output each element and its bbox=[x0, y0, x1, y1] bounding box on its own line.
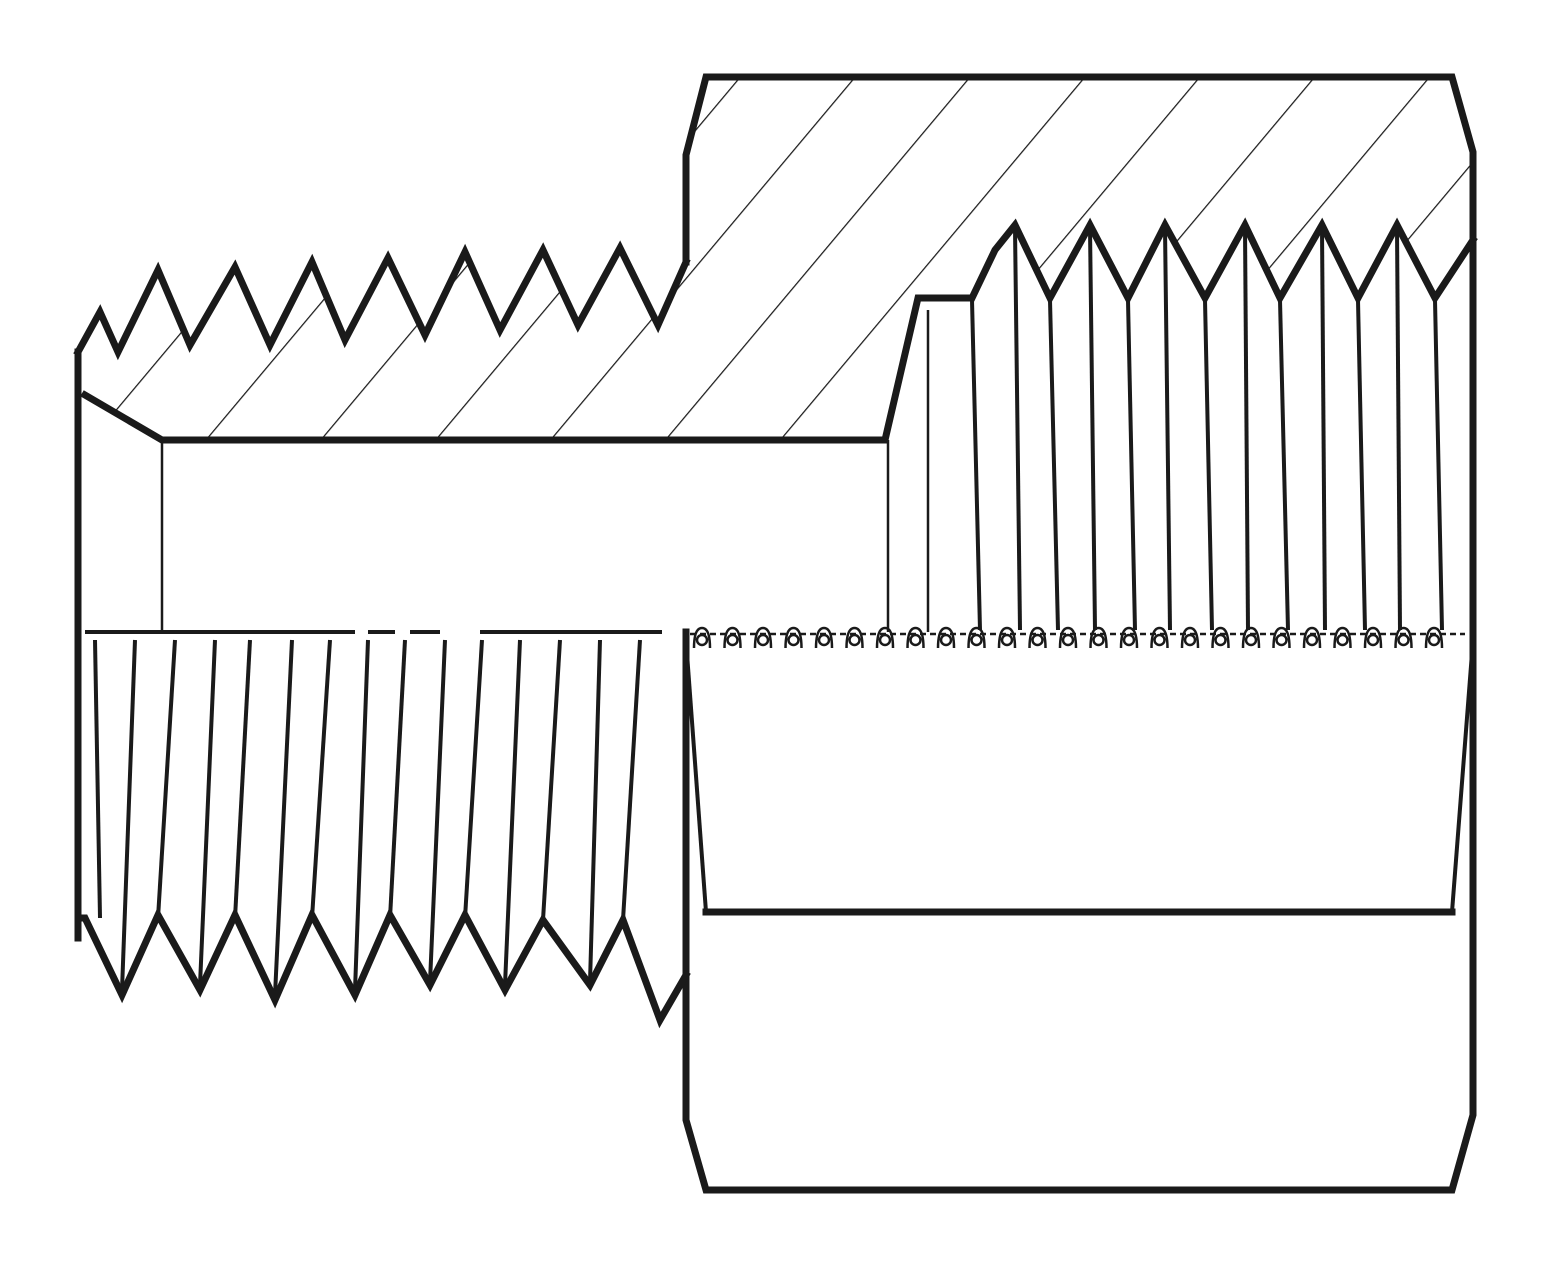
thread-curl-mark bbox=[845, 626, 864, 649]
thread-break-marks bbox=[690, 626, 1465, 649]
bore-outline bbox=[80, 217, 1478, 444]
section-hatching bbox=[78, 77, 1473, 440]
male-thread-lines bbox=[93, 639, 642, 996]
thread-curl-mark bbox=[692, 626, 712, 649]
thread-curl-mark bbox=[1424, 626, 1444, 649]
thread-curl-mark bbox=[1058, 626, 1078, 649]
thread-curl-mark bbox=[1302, 626, 1322, 649]
thread-curl-mark bbox=[784, 626, 803, 649]
hex-flat-edge-right bbox=[1450, 639, 1475, 913]
thread-curl-mark bbox=[967, 626, 986, 649]
thread-curl-mark bbox=[814, 626, 834, 649]
thread-curl-mark bbox=[1241, 626, 1261, 649]
thread-curl-mark bbox=[1089, 626, 1108, 649]
thread-curl-mark bbox=[1272, 626, 1291, 649]
thread-curl-mark bbox=[753, 626, 773, 649]
thread-curl-mark bbox=[906, 626, 925, 649]
thread-curl-mark bbox=[1333, 626, 1352, 649]
hex-body-outline bbox=[682, 73, 1477, 1194]
thread-curl-mark bbox=[723, 626, 742, 649]
thread-curl-mark bbox=[875, 626, 895, 649]
thread-curl-mark bbox=[1363, 626, 1383, 649]
thread-curl-mark bbox=[1211, 626, 1230, 649]
thread-curl-mark bbox=[997, 626, 1017, 649]
male-thread-bottom bbox=[74, 906, 691, 1029]
male-thread-top bbox=[73, 240, 691, 361]
female-thread-lines bbox=[970, 227, 1444, 631]
hex-flat-edge-left bbox=[684, 639, 708, 913]
thread-curl-mark bbox=[1119, 626, 1139, 649]
thread-curl-mark bbox=[936, 626, 956, 649]
thread-curl-mark bbox=[1180, 626, 1200, 649]
thread-curl-mark bbox=[1150, 626, 1169, 649]
thread-curl-mark bbox=[1394, 626, 1413, 649]
thread-curl-mark bbox=[1028, 626, 1047, 649]
